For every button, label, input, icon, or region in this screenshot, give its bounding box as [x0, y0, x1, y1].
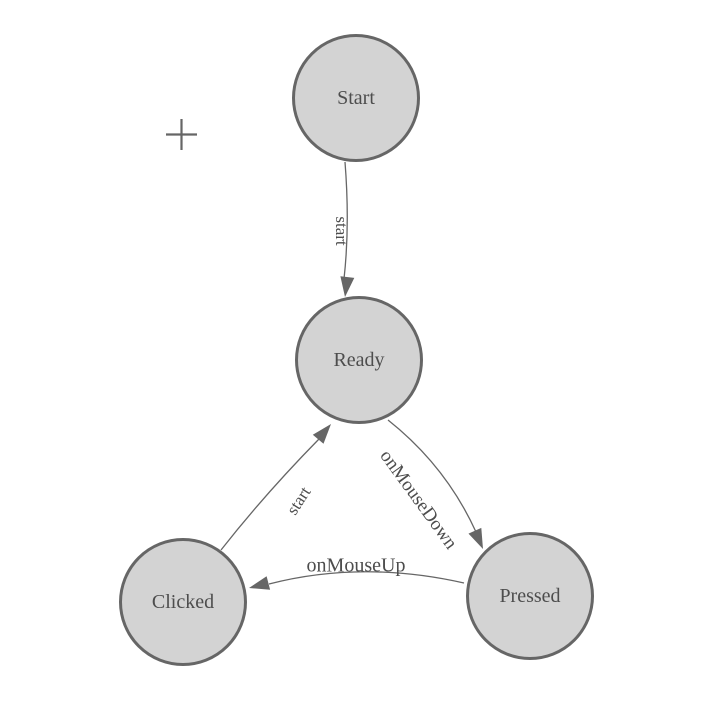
state-node-start[interactable]: Start — [292, 34, 420, 162]
state-label-pressed: Pressed — [499, 584, 561, 607]
arrowhead-pressed-to-clicked — [249, 576, 271, 590]
crosshair-plus-icon — [166, 119, 197, 150]
edge-label-pressed-to-clicked: onMouseUp — [306, 554, 406, 577]
state-node-pressed[interactable]: Pressed — [466, 532, 594, 660]
state-node-ready[interactable]: Ready — [295, 296, 423, 424]
state-label-clicked: Clicked — [151, 590, 215, 613]
edge-start-to-ready[interactable] — [343, 161, 348, 280]
state-label-start: Start — [337, 86, 375, 109]
arrowhead-clicked-to-ready — [312, 424, 331, 444]
edge-label-start-to-ready: start — [332, 216, 351, 246]
edge-clicked-to-ready[interactable] — [220, 438, 320, 551]
edge-pressed-to-clicked[interactable] — [268, 571, 465, 585]
state-node-clicked[interactable]: Clicked — [119, 538, 247, 666]
arrowhead-ready-to-pressed — [468, 527, 483, 549]
arrowhead-start-to-ready — [340, 276, 355, 297]
edge-ready-to-pressed[interactable] — [387, 419, 477, 533]
state-label-ready: Ready — [333, 348, 385, 371]
